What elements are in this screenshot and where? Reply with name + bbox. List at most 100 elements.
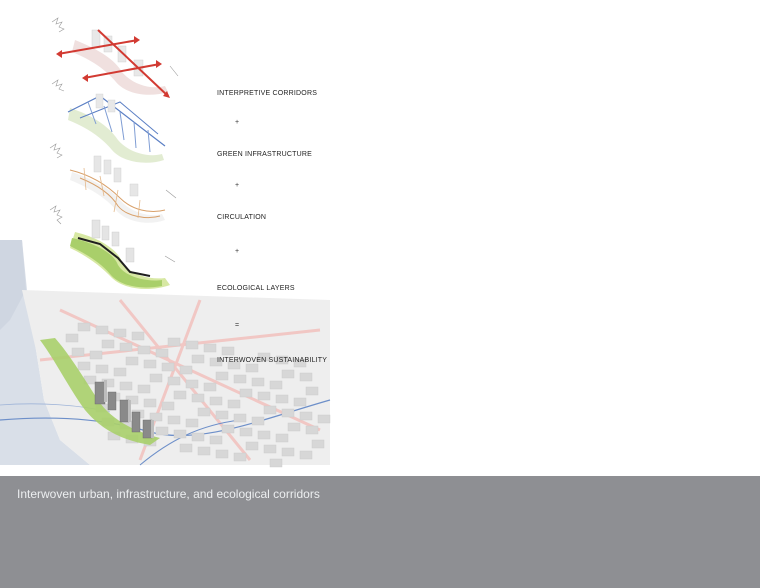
city-block [179, 443, 193, 453]
city-block [233, 413, 247, 423]
city-block [281, 447, 295, 457]
city-block [125, 356, 139, 366]
city-block [305, 425, 319, 435]
city-block [299, 411, 313, 421]
city-block [65, 333, 79, 343]
city-block [239, 427, 253, 437]
city-block [209, 357, 223, 367]
diagram-canvas: INTERPRETIVE CORRIDORS + GREEN INFRASTRU… [0, 17, 331, 468]
city-block [137, 345, 151, 355]
city-block [227, 399, 241, 409]
city-block [185, 379, 199, 389]
city-block [275, 433, 289, 443]
city-block [113, 328, 127, 338]
city-block [113, 367, 127, 377]
city-block [71, 347, 85, 357]
city-block [305, 386, 319, 396]
city-block [215, 371, 229, 381]
city-block [167, 415, 181, 425]
city-block [293, 397, 307, 407]
city-block [257, 391, 271, 401]
layer-interpretive-corridors [51, 17, 179, 98]
city-block [173, 429, 187, 439]
city-block [149, 412, 163, 422]
city-block [269, 458, 283, 468]
city-block [173, 390, 187, 400]
city-block [95, 325, 109, 335]
city-block [257, 352, 271, 362]
city-block [239, 388, 253, 398]
city-block [263, 405, 277, 415]
caption-text: Interwoven urban, infrastructure, and ec… [17, 487, 320, 501]
city-block [263, 444, 277, 454]
city-block [221, 424, 235, 434]
city-block [155, 348, 169, 358]
operator-equals: = [235, 322, 240, 329]
city-block [299, 372, 313, 382]
city-block [287, 422, 301, 432]
city-block [77, 322, 91, 332]
city-block [167, 337, 181, 347]
city-block [251, 416, 265, 426]
layer-ecological [49, 205, 176, 290]
city-block [281, 369, 295, 379]
city-block [167, 376, 181, 386]
city-block [209, 396, 223, 406]
city-block [197, 407, 211, 417]
city-block [311, 439, 325, 449]
city-block [215, 449, 229, 459]
city-block [317, 414, 331, 424]
city-block [221, 346, 235, 356]
city-block [233, 374, 247, 384]
city-block [179, 365, 193, 375]
city-block [185, 418, 199, 428]
label-green-infrastructure: GREEN INFRASTRUCTURE [217, 151, 313, 158]
city-block [251, 377, 265, 387]
city-block [143, 359, 157, 369]
city-block [275, 355, 289, 365]
city-block [89, 350, 103, 360]
city-block [209, 435, 223, 445]
city-block [233, 452, 247, 462]
city-block [95, 364, 109, 374]
city-block [191, 432, 205, 442]
city-block [293, 358, 307, 368]
operator-plus-2: + [235, 182, 240, 189]
city-block [119, 381, 133, 391]
city-block [155, 426, 169, 436]
city-block [161, 401, 175, 411]
label-interwoven-sustainability: INTERWOVEN SUSTAINABILITY [217, 357, 328, 364]
city-block [119, 342, 133, 352]
layer-green-infrastructure [51, 79, 166, 163]
city-block [197, 446, 211, 456]
city-block [161, 362, 175, 372]
label-circulation: CIRCULATION [217, 214, 267, 221]
city-block [191, 393, 205, 403]
city-block [131, 331, 145, 341]
city-block [137, 384, 151, 394]
operator-plus-1: + [235, 119, 240, 126]
base-aerial-map [0, 240, 331, 468]
city-block [245, 441, 259, 451]
city-block [275, 394, 289, 404]
layered-diagram-graphic [0, 17, 331, 468]
label-interpretive-corridors: INTERPRETIVE CORRIDORS [217, 90, 318, 97]
city-block [77, 361, 91, 371]
layer-circulation [49, 143, 177, 223]
city-block [149, 373, 163, 383]
operator-plus-3: + [235, 248, 240, 255]
city-block [257, 430, 271, 440]
city-block [299, 450, 313, 460]
city-block [191, 354, 205, 364]
city-block [245, 363, 259, 373]
city-block [281, 408, 295, 418]
label-ecological-layers: ECOLOGICAL LAYERS [217, 285, 295, 292]
city-block [143, 398, 157, 408]
city-block [101, 339, 115, 349]
caption-bar: Interwoven urban, infrastructure, and ec… [0, 476, 760, 588]
city-block [227, 360, 241, 370]
city-block [185, 340, 199, 350]
city-block [269, 380, 283, 390]
city-block [203, 382, 217, 392]
city-block [215, 410, 229, 420]
